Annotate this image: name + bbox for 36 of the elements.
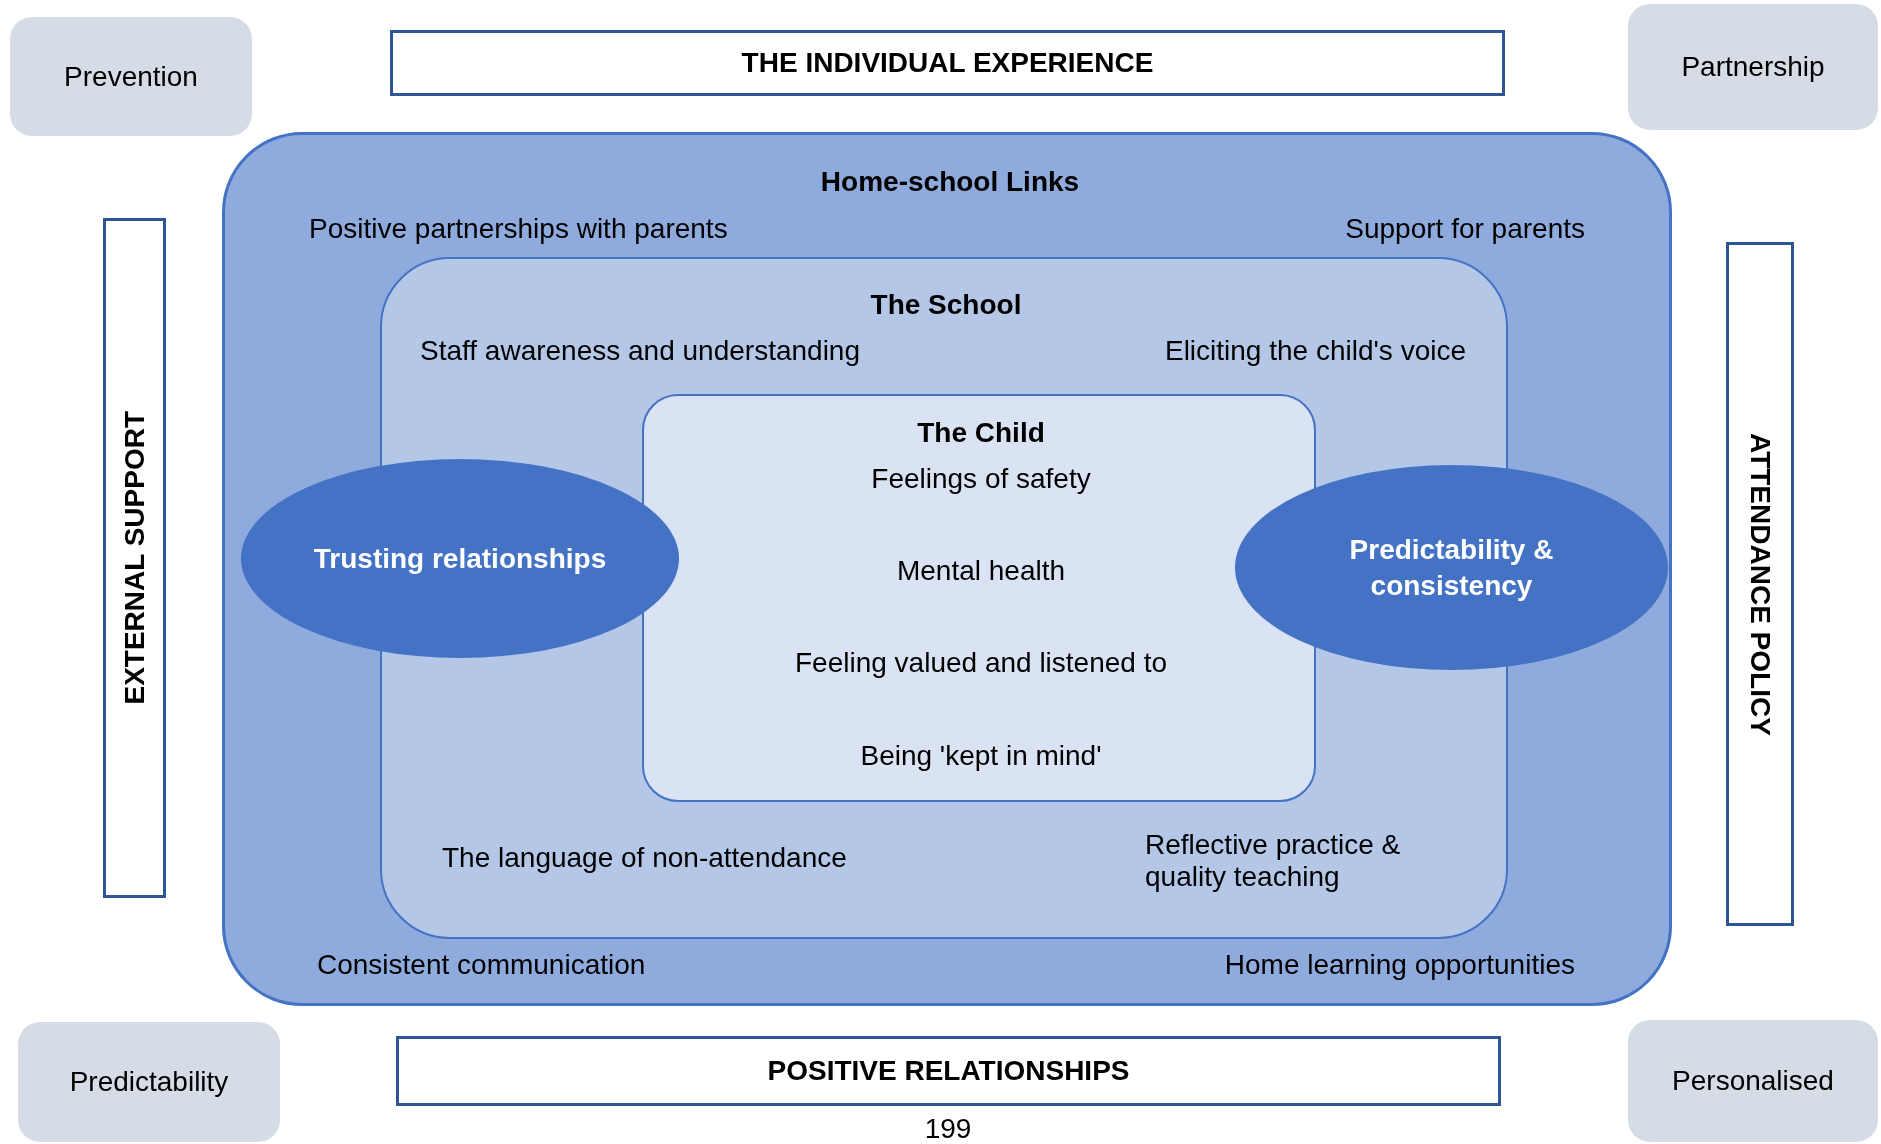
panel-title: The Child xyxy=(917,417,1045,449)
page-number: 199 xyxy=(924,1114,972,1144)
panel-text: Feelings of safety xyxy=(871,463,1091,495)
panel-text: Eliciting the child's voice xyxy=(1164,335,1466,367)
corner-label-box xyxy=(1628,4,1878,130)
panel-title: Home-school Links xyxy=(820,166,1080,198)
corner-label: Partnership xyxy=(1681,50,1825,84)
panel-text: Staff awareness and understanding xyxy=(420,335,860,367)
corner-label: Personalised xyxy=(1672,1064,1834,1098)
ellipse-label: Predictability & consistency xyxy=(1348,532,1555,603)
panel-text: Being 'kept in mind' xyxy=(860,740,1102,772)
corner-label: Predictability xyxy=(69,1065,229,1099)
heading-banner xyxy=(390,30,1505,96)
banner-heading: ATTENDANCE POLICY xyxy=(1744,432,1777,736)
panel-text: The language of non-attendance xyxy=(442,842,847,874)
panel-text: Positive partnerships with parents xyxy=(309,213,728,245)
side-banner xyxy=(103,218,166,898)
panel-text: Support for parents xyxy=(1345,213,1585,245)
banner-heading: THE INDIVIDUAL EXPERIENCE xyxy=(741,46,1154,80)
corner-label: Prevention xyxy=(64,59,198,94)
panel-text: Consistent communication xyxy=(317,949,646,981)
panel-title: The School xyxy=(870,289,1022,321)
heading-banner xyxy=(396,1036,1501,1106)
panel-text: Reflective practice & quality teaching xyxy=(1145,829,1402,893)
inner-rounded-panel xyxy=(642,394,1316,802)
outer-rounded-panel xyxy=(222,132,1672,1006)
panel-text: Mental health xyxy=(896,555,1066,587)
corner-label-box xyxy=(1628,1020,1878,1142)
side-banner xyxy=(1726,242,1794,926)
banner-heading: POSITIVE RELATIONSHIPS xyxy=(767,1054,1130,1088)
panel-text: Feeling valued and listened to xyxy=(795,647,1167,679)
corner-label-box xyxy=(10,17,252,136)
banner-heading: EXTERNAL SUPPORT xyxy=(117,411,151,705)
ellipse-label: Trusting relationships xyxy=(312,541,608,576)
panel-text: Home learning opportunities xyxy=(1224,949,1575,981)
corner-label-box xyxy=(18,1022,280,1142)
